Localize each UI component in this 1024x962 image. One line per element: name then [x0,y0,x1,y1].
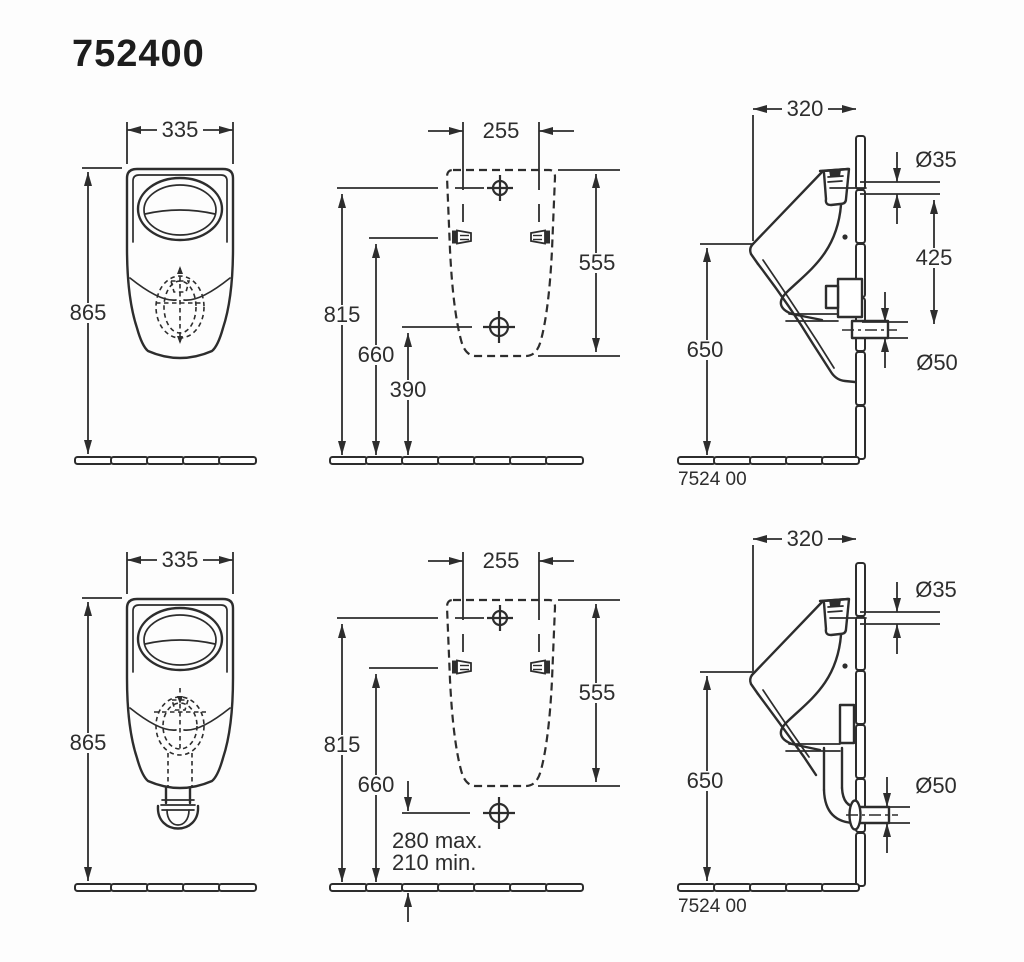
dim-bracket-height-label: 660 [358,342,395,367]
floor-hatch-icon [329,456,584,465]
dim-top-hole-height-label: 815 [324,302,361,327]
drain-crosshair-icon [481,309,517,345]
dim-inlet-diameter-label: Ø35 [915,577,957,602]
mounting-bracket-icon [451,229,472,245]
front-view-top: 335 865 [65,117,257,465]
dim-template-height-label: 555 [579,680,616,705]
front-view-bottom: 335 865 [65,547,257,892]
dim-outlet-diameter-label: Ø50 [916,350,958,375]
drill-hole-crosshair-icon [485,173,515,203]
dim-drain-max-label: 280 max. [392,828,483,853]
dim-drain-height-label: 390 [390,377,427,402]
floor-hatch-icon [329,883,584,892]
template-view-bottom: 255 815 660 555 280 max. 210 min. [319,548,620,922]
siphon-elbow-symbol [822,746,898,831]
dim-rim-height-label: 650 [687,337,724,362]
dim-width-label: 335 [162,117,199,142]
dim-spacing-label: 255 [483,118,520,143]
dim-depth-label: 320 [787,96,824,121]
mounting-bracket-icon [451,659,472,675]
hidden-drain-symbol [155,266,205,344]
floor-hatch-icon [74,456,257,465]
drill-hole-crosshair-icon [485,603,515,633]
hidden-drain-symbol [154,688,206,786]
drain-crosshair-icon [481,795,517,831]
dim-bracket-height-label: 660 [358,772,395,797]
dim-inlet-diameter-label: Ø35 [915,147,957,172]
side-view-bottom: 320 Ø35 Ø50 [677,526,957,917]
dim-drain-min-label: 210 min. [392,850,476,875]
floor-hatch-icon [677,883,860,892]
siphon-symbol [156,786,200,830]
dim-width-label: 335 [162,547,199,572]
dim-height-label: 865 [70,730,107,755]
floor-hatch-icon [74,883,257,892]
mounting-bracket-icon [530,229,551,245]
dim-template-height-label: 555 [579,250,616,275]
dim-height-label: 865 [70,300,107,325]
dim-top-hole-height-label: 815 [324,732,361,757]
side-view-top: 320 Ø35 425 Ø50 650 [677,96,958,490]
dim-rim-height-label: 650 [687,768,724,793]
dim-outlet-diameter-label: Ø50 [915,773,957,798]
mounting-bracket-icon [530,659,551,675]
dim-depth-label: 320 [787,526,824,551]
template-view-top: 255 815 660 390 555 [319,118,620,465]
model-number-label: 7524 00 [678,469,747,490]
model-number-label: 7524 00 [678,896,747,917]
dim-inlet-to-outlet-label: 425 [916,245,953,270]
page-title: 752400 [72,33,205,75]
floor-hatch-icon [677,456,860,465]
dim-spacing-label: 255 [483,548,520,573]
